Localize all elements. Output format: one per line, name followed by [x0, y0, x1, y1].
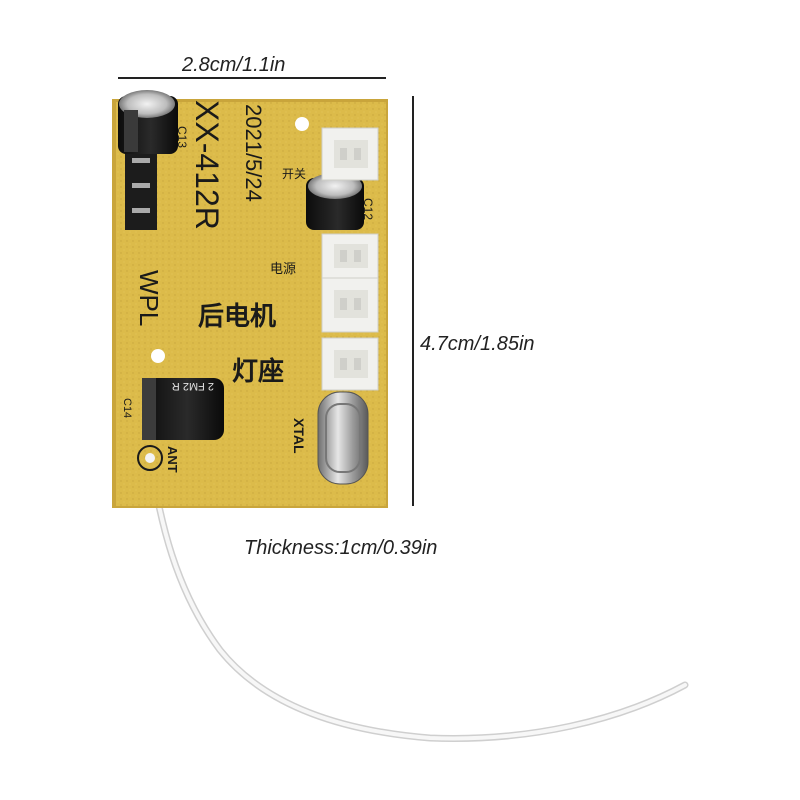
width-dimension-line — [118, 77, 386, 79]
height-dimension-label: 4.7cm/1.85in — [420, 333, 535, 355]
rear-motor-label: 后电机 — [198, 302, 276, 332]
connector-power — [321, 233, 379, 279]
thickness-label: Thickness:1cm/0.39in — [244, 537, 438, 559]
crystal-oscillator — [317, 391, 369, 485]
width-dimension-label: 2.8cm/1.1in — [182, 54, 286, 76]
lamp-label: 灯座 — [232, 356, 284, 387]
height-dimension-line — [412, 96, 414, 506]
mounting-hole — [295, 117, 309, 131]
brand-text: WPL — [134, 270, 164, 326]
cap-c12-label: C12 — [361, 198, 375, 220]
cap-c14-label: C14 — [121, 398, 133, 418]
power-label: 电源 — [270, 262, 296, 277]
pin-header — [125, 148, 157, 230]
antenna-pad — [137, 445, 163, 471]
crystal-label: XTAL — [291, 418, 307, 454]
board-date-text: 2021/5/24 — [241, 104, 266, 202]
switch-label: 开关 — [282, 167, 306, 181]
capacitor-c12 — [306, 173, 364, 230]
connector-rear-motor — [321, 277, 379, 333]
mounting-hole — [151, 349, 165, 363]
capacitor-c14 — [142, 378, 224, 440]
antenna-label: ANT — [165, 446, 180, 473]
board-model-text: XX-412R — [189, 100, 225, 230]
connector-switch — [321, 127, 379, 181]
cap-c14-marking: 2 FM2 R — [172, 380, 214, 392]
connector-lamp — [321, 337, 379, 391]
cap-c13-label: C13 — [175, 126, 189, 148]
capacitor-c13 — [118, 90, 178, 154]
